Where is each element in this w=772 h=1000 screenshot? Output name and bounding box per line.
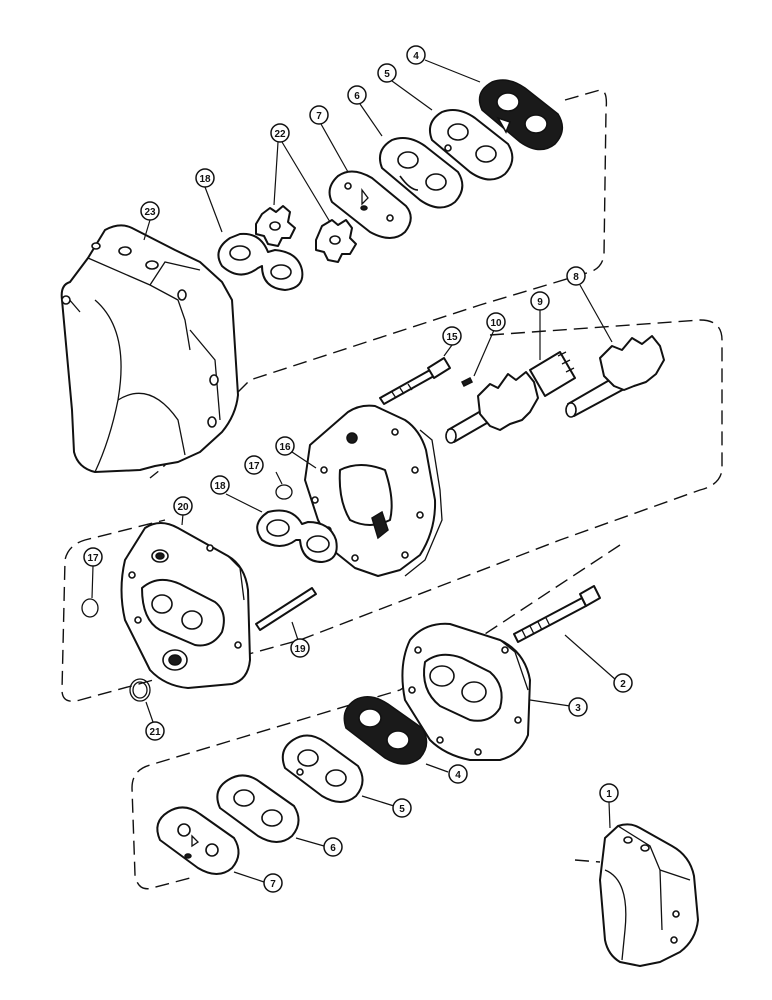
pump-housing: [60, 224, 239, 473]
callout-22: 22: [270, 123, 290, 143]
callout-17b-label: 17: [87, 553, 99, 564]
callout-22-label: 22: [274, 129, 286, 140]
callout-6b: 6: [323, 837, 343, 857]
bolt-short: [379, 357, 451, 405]
callout-18a: 18: [195, 168, 215, 188]
dowel-pin: [255, 587, 317, 631]
adapter-plate: [120, 522, 251, 689]
o-ring-lower: [81, 598, 99, 618]
o-ring-21: [129, 678, 151, 702]
callout-10: 10: [486, 312, 506, 332]
callout-4a-label: 4: [413, 51, 419, 62]
leader-lines: [91, 59, 617, 883]
assembly-dashed-lines: [61, 89, 723, 890]
gasket-upper: [379, 137, 464, 209]
callout-7a: 7: [309, 105, 329, 125]
callout-21: 21: [145, 721, 165, 741]
callout-5a: 5: [377, 63, 397, 83]
drive-gear-shaft: [445, 351, 576, 444]
gasket-upper-2: [429, 109, 514, 181]
thrust-plate-upper: [217, 232, 304, 291]
callout-20: 20: [173, 496, 193, 516]
callout-4a: 4: [406, 45, 426, 65]
callout-5b: 5: [392, 798, 412, 818]
callout-19: 19: [290, 638, 310, 658]
callout-7a-label: 7: [316, 111, 322, 122]
callout-15-label: 15: [446, 332, 458, 343]
callout-16: 16: [275, 436, 295, 456]
callout-5a-label: 5: [384, 69, 390, 80]
callout-2: 2: [613, 673, 633, 693]
wear-plate-upper: [328, 170, 412, 239]
callout-10-label: 10: [490, 318, 502, 329]
callout-7b: 7: [263, 873, 283, 893]
callout-8: 8: [566, 266, 586, 286]
callout-3-label: 3: [575, 703, 581, 714]
callout-18b: 18: [210, 475, 230, 495]
gasket-lower: [281, 734, 364, 803]
thrust-plate-lower: [256, 509, 338, 563]
callout-23-label: 23: [144, 207, 156, 218]
driven-gear-shaft: [565, 335, 665, 418]
key: [460, 376, 474, 388]
seal-lower: [343, 696, 428, 765]
gasket-lower-2: [216, 774, 300, 843]
callout-1: 1: [599, 783, 619, 803]
callout-6b-label: 6: [330, 843, 336, 854]
callout-2-label: 2: [620, 679, 626, 690]
callout-9: 9: [530, 291, 550, 311]
callout-4b-label: 4: [455, 770, 461, 781]
bolt-long: [513, 585, 601, 643]
callout-18b-label: 18: [214, 481, 226, 492]
callout-9-label: 9: [537, 297, 543, 308]
callout-7b-label: 7: [270, 879, 276, 890]
seal-upper: [478, 79, 564, 151]
callout-15: 15: [442, 326, 462, 346]
callout-19-label: 19: [294, 644, 306, 655]
callout-17a: 17: [244, 455, 264, 475]
gear-body-rear: [401, 622, 531, 761]
callout-6a-label: 6: [354, 91, 360, 102]
wear-plate-lower: [156, 806, 240, 875]
callout-21-label: 21: [149, 727, 161, 738]
callout-3: 3: [568, 697, 588, 717]
callout-23: 23: [140, 201, 160, 221]
callout-17a-label: 17: [248, 461, 260, 472]
callout-1-label: 1: [606, 789, 612, 800]
callout-16-label: 16: [279, 442, 291, 453]
callout-5b-label: 5: [399, 804, 405, 815]
callout-17b: 17: [83, 547, 103, 567]
small-gears: [255, 205, 357, 263]
callout-4b: 4: [448, 764, 468, 784]
o-ring-upper: [275, 484, 293, 500]
callout-18a-label: 18: [199, 174, 211, 185]
callout-8-label: 8: [573, 272, 579, 283]
assembled-pump-view: [599, 823, 699, 967]
callout-6a: 6: [347, 85, 367, 105]
callout-20-label: 20: [177, 502, 189, 513]
gear-body: [304, 404, 443, 577]
